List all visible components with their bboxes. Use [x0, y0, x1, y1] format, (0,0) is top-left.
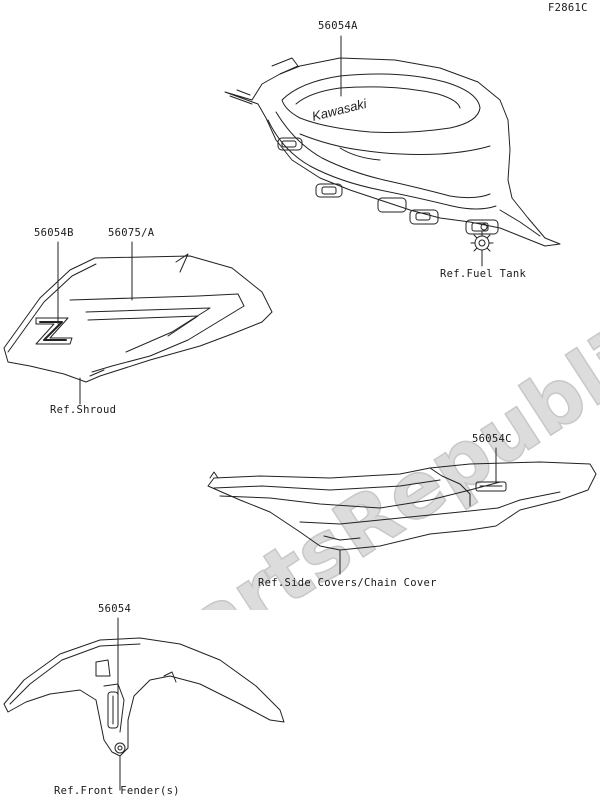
label-56054b: 56054B — [34, 227, 74, 239]
gear-icon — [470, 231, 494, 255]
fuel-tank-drawing — [224, 57, 561, 247]
label-56054a: 56054A — [318, 20, 358, 32]
shroud-drawing — [3, 253, 273, 383]
label-56054: 56054 — [98, 603, 132, 615]
front-fender-drawing — [3, 637, 285, 757]
side-covers-drawing — [207, 461, 597, 551]
label-56054c: 56054C — [472, 433, 512, 445]
tank-logo: Kawasaki — [310, 96, 369, 124]
ref-fuel-tank: Ref.Fuel Tank — [440, 268, 527, 280]
ref-front-fender: Ref.Front Fender(s) — [54, 785, 180, 797]
ref-shroud: Ref.Shroud — [50, 404, 117, 416]
label-56075a: 56075/A — [108, 227, 155, 239]
figure-code: F2861C — [548, 2, 588, 14]
ref-side-covers: Ref.Side Covers/Chain Cover — [258, 577, 437, 589]
